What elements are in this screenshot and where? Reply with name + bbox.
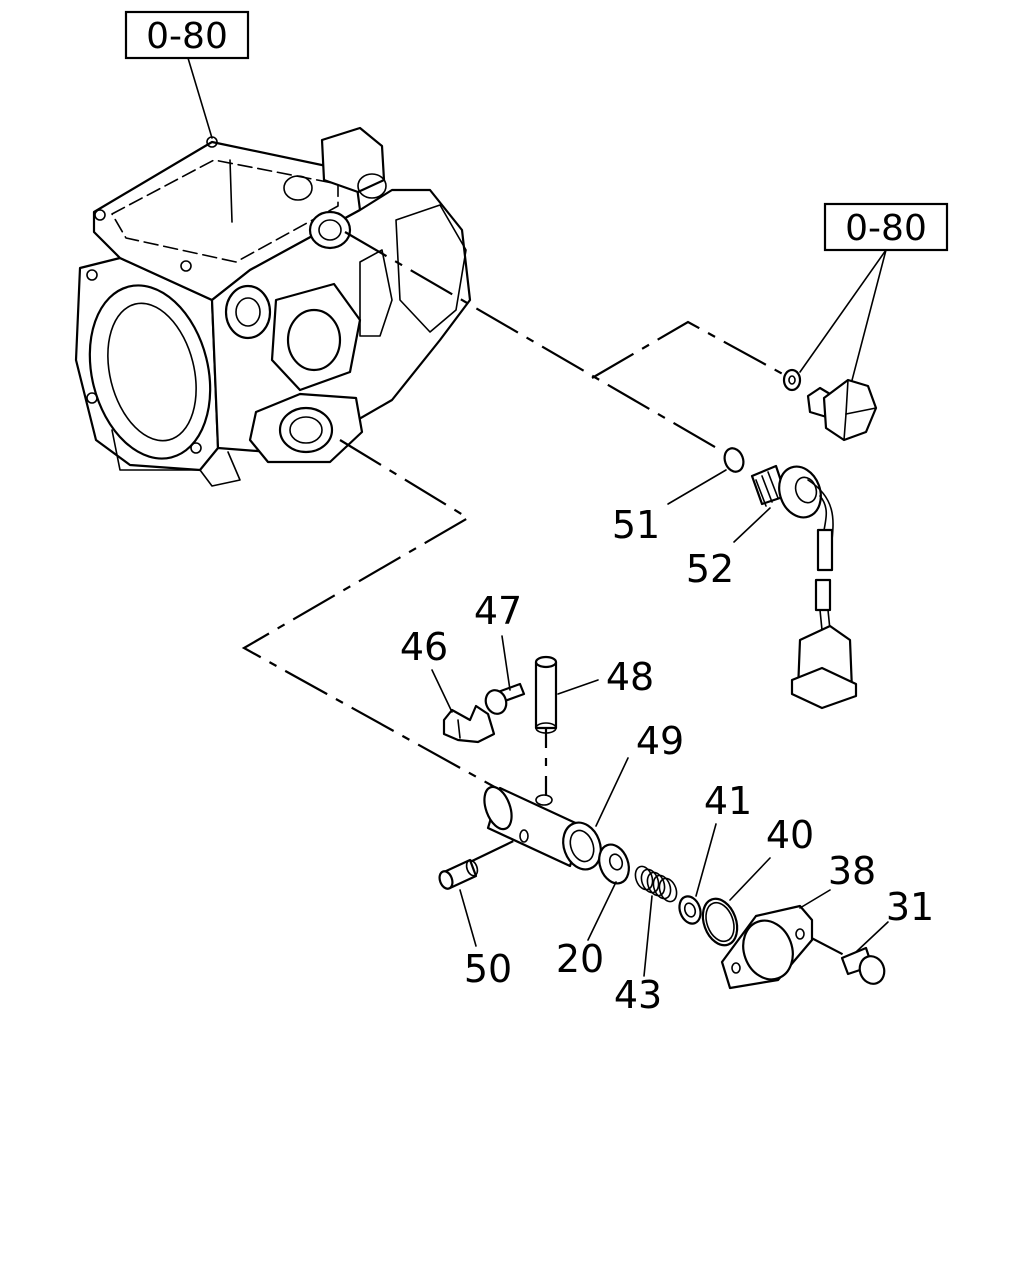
leader-52 bbox=[733, 507, 771, 543]
part-51-o-ring[interactable] bbox=[721, 446, 746, 475]
leader-46 bbox=[431, 669, 453, 713]
leader-ref-top bbox=[187, 57, 213, 139]
part-52-sensor[interactable] bbox=[750, 461, 858, 710]
part-50-pin[interactable] bbox=[437, 858, 479, 891]
centerline-sleeve-to-pin-50 bbox=[469, 835, 525, 863]
callout-31: 31 bbox=[886, 885, 934, 929]
reference-box-top[interactable]: 0-80 bbox=[124, 10, 250, 60]
callout-52: 52 bbox=[686, 547, 734, 591]
part-47-screw[interactable] bbox=[482, 682, 526, 717]
plug-with-washer[interactable] bbox=[782, 368, 878, 442]
part-40-o-ring[interactable] bbox=[697, 894, 743, 950]
part-43-spring[interactable] bbox=[632, 864, 679, 904]
leader-51 bbox=[667, 469, 727, 505]
part-48-pin[interactable] bbox=[534, 655, 558, 734]
callout-41: 41 bbox=[704, 779, 752, 823]
callout-51: 51 bbox=[612, 503, 660, 547]
part-38-cover[interactable] bbox=[720, 904, 814, 990]
callout-50: 50 bbox=[464, 947, 512, 991]
reference-box-top-text: 0-80 bbox=[146, 16, 228, 57]
reference-box-right[interactable]: 0-80 bbox=[823, 202, 949, 252]
leader-20 bbox=[587, 881, 617, 941]
callout-48: 48 bbox=[606, 655, 654, 699]
leader-49 bbox=[595, 757, 629, 827]
leader-ref-right-b bbox=[849, 249, 887, 389]
callout-38: 38 bbox=[828, 849, 876, 893]
centerline-housing-to-sensor bbox=[344, 231, 721, 451]
reference-box-right-text: 0-80 bbox=[845, 208, 927, 249]
callout-46: 46 bbox=[400, 625, 448, 669]
callout-40: 40 bbox=[766, 813, 814, 857]
leader-47 bbox=[501, 635, 511, 691]
leader-40 bbox=[729, 857, 771, 901]
leader-41 bbox=[695, 823, 717, 897]
leader-48 bbox=[557, 679, 599, 695]
part-49-sleeve[interactable] bbox=[479, 783, 607, 874]
callout-47: 47 bbox=[474, 589, 522, 633]
callout-20: 20 bbox=[556, 937, 604, 981]
part-41-washer[interactable] bbox=[676, 893, 704, 926]
pump-housing bbox=[74, 126, 472, 487]
centerline-sensor-branch bbox=[591, 320, 791, 379]
leader-50 bbox=[459, 889, 477, 947]
part-31-bolt[interactable] bbox=[840, 946, 888, 987]
centerline-housing-to-sleeve bbox=[241, 439, 501, 791]
part-20-washer[interactable] bbox=[594, 840, 634, 887]
leader-38 bbox=[799, 889, 831, 909]
leader-ref-right-a bbox=[799, 249, 887, 373]
callout-49: 49 bbox=[636, 719, 684, 763]
callout-43: 43 bbox=[614, 973, 662, 1017]
leader-43 bbox=[643, 895, 653, 977]
part-46-clip[interactable] bbox=[442, 704, 496, 744]
leader-31 bbox=[855, 921, 889, 953]
